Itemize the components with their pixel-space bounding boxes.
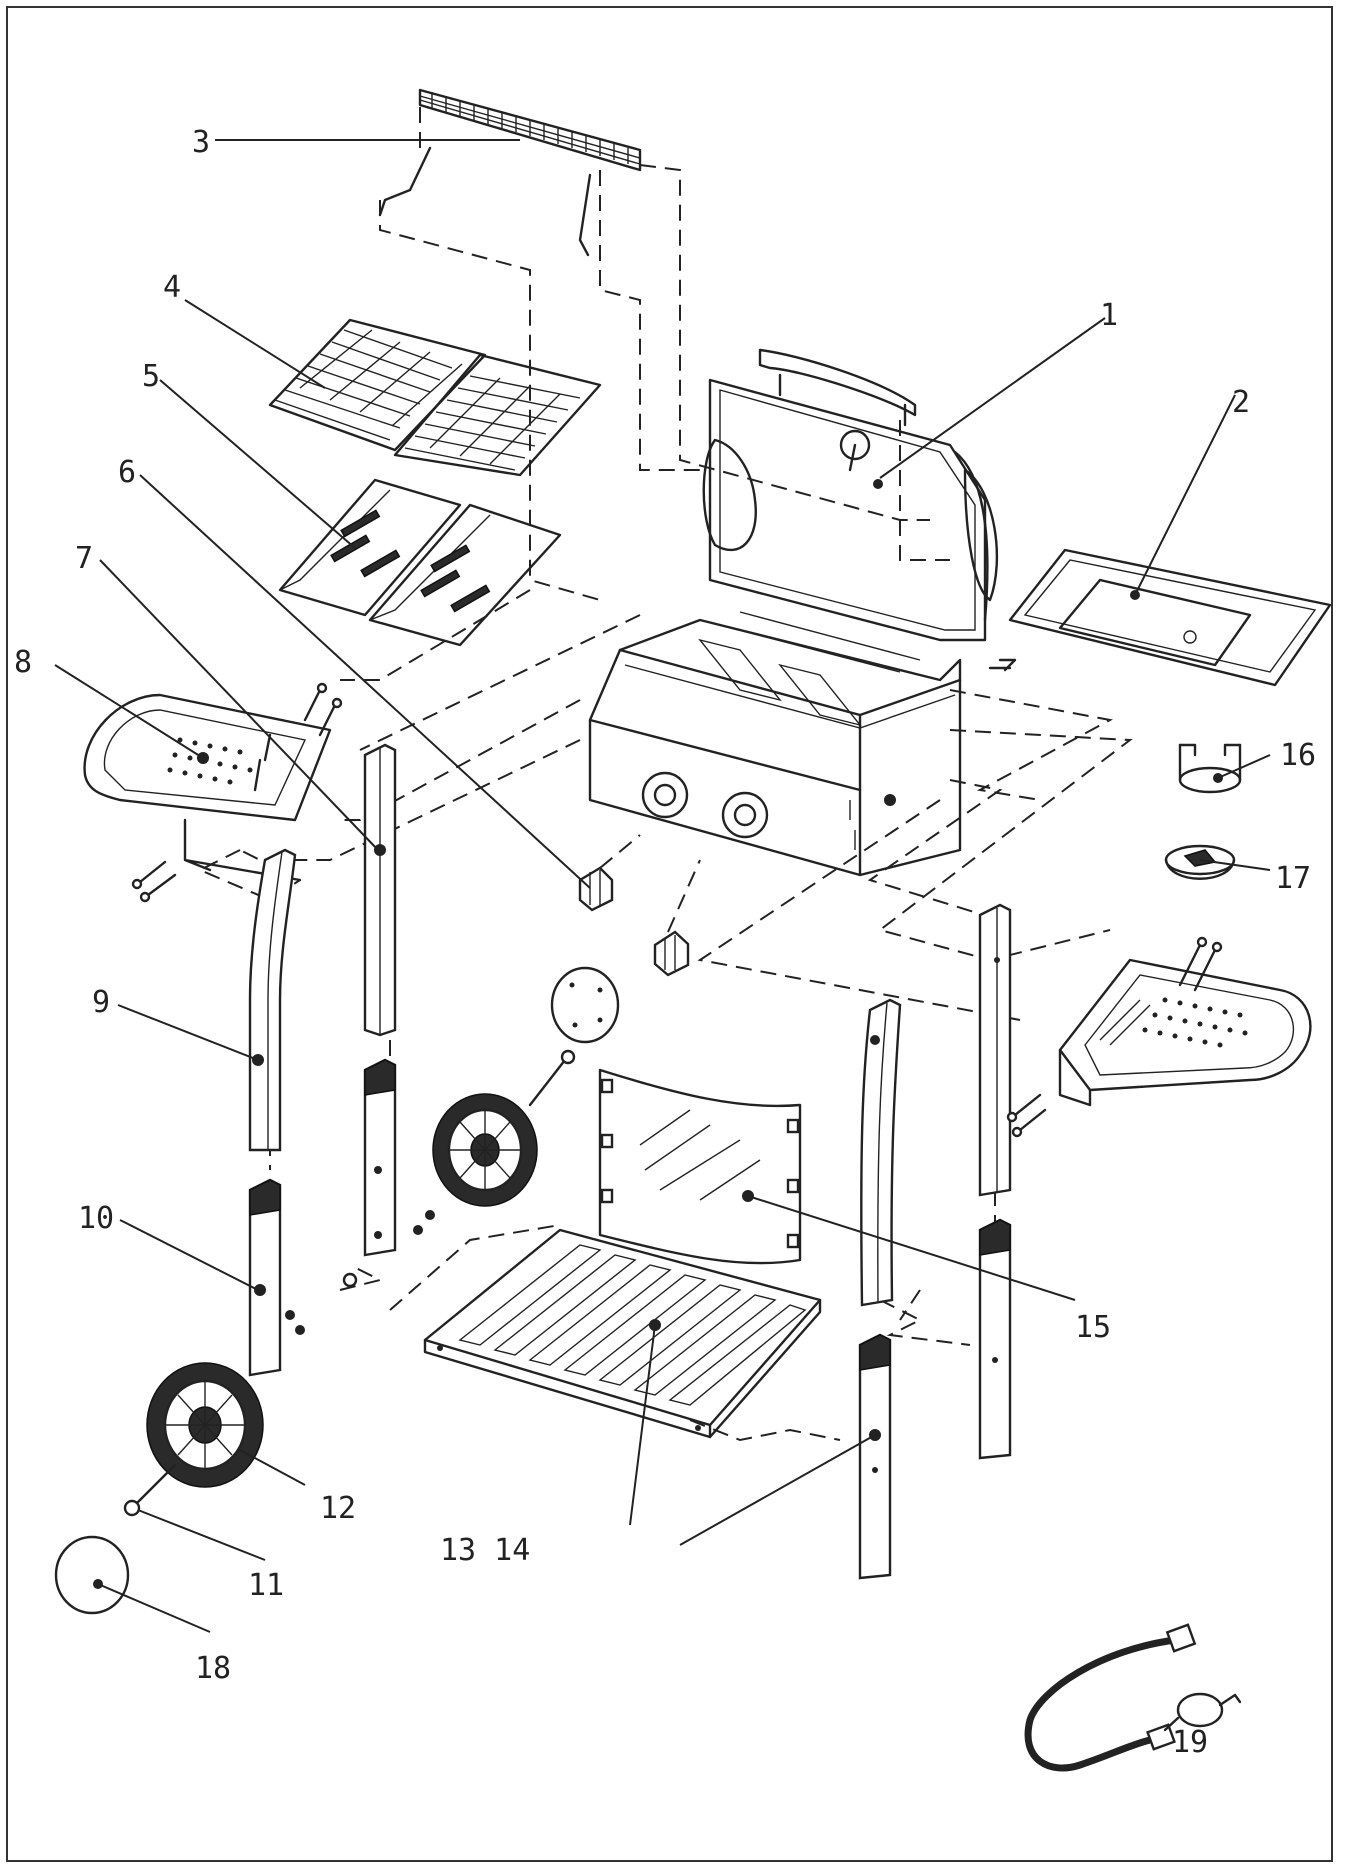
control-knobs xyxy=(578,834,701,977)
right-rear-leg-bottom xyxy=(978,1218,1012,1460)
front-panel xyxy=(598,1068,802,1265)
callout-8: 8 xyxy=(14,645,32,680)
drip-tray xyxy=(988,548,1332,687)
wheel-rear xyxy=(342,1049,576,1288)
left-side-shelf xyxy=(83,682,343,903)
callout-9: 9 xyxy=(92,985,110,1020)
callout-16: 16 xyxy=(1280,738,1316,773)
right-front-leg-bottom xyxy=(858,1333,892,1580)
cooking-grates xyxy=(268,318,602,477)
right-front-leg-top xyxy=(860,998,902,1307)
diagram-frame xyxy=(6,6,1333,1862)
callout-6: 6 xyxy=(118,455,136,490)
left-rear-upright-top xyxy=(363,743,397,1037)
callout-3: 3 xyxy=(192,125,210,160)
callout-labels: 3 1 2 4 5 6 7 8 9 10 11 12 13 14 15 16 1… xyxy=(14,125,1316,1760)
left-rear-leg-bottom xyxy=(363,1058,397,1257)
grease-cup-holder xyxy=(1178,743,1242,794)
callout-13-14: 13 14 xyxy=(440,1533,530,1568)
callout-12: 12 xyxy=(320,1491,356,1526)
right-rear-upright-top xyxy=(978,903,1012,1197)
callout-2: 2 xyxy=(1232,385,1250,420)
bottom-shelf xyxy=(423,1228,822,1439)
callout-19: 19 xyxy=(1172,1725,1208,1760)
callout-4: 4 xyxy=(163,270,181,305)
callout-5: 5 xyxy=(142,359,160,394)
gas-hose-regulator xyxy=(1024,1623,1242,1772)
leader-lines xyxy=(54,139,1271,1633)
callout-15: 15 xyxy=(1075,1310,1111,1345)
callout-18: 18 xyxy=(195,1651,231,1686)
right-side-shelf xyxy=(1006,936,1312,1138)
grill-body xyxy=(588,348,999,877)
warming-rack xyxy=(378,88,642,257)
callout-1: 1 xyxy=(1100,298,1118,333)
axle xyxy=(123,1463,177,1517)
callout-10: 10 xyxy=(78,1201,114,1236)
callout-11: 11 xyxy=(248,1568,284,1603)
flame-tamers xyxy=(278,478,562,647)
left-leg-bottom xyxy=(236,1178,305,1384)
left-front-leg-top xyxy=(248,848,297,1152)
hub-cover xyxy=(550,966,620,1044)
callout-7: 7 xyxy=(75,541,93,576)
callout-17: 17 xyxy=(1275,861,1311,896)
grease-cup xyxy=(1164,844,1236,880)
hubcap xyxy=(54,1535,130,1615)
wheel-left xyxy=(146,1362,264,1488)
